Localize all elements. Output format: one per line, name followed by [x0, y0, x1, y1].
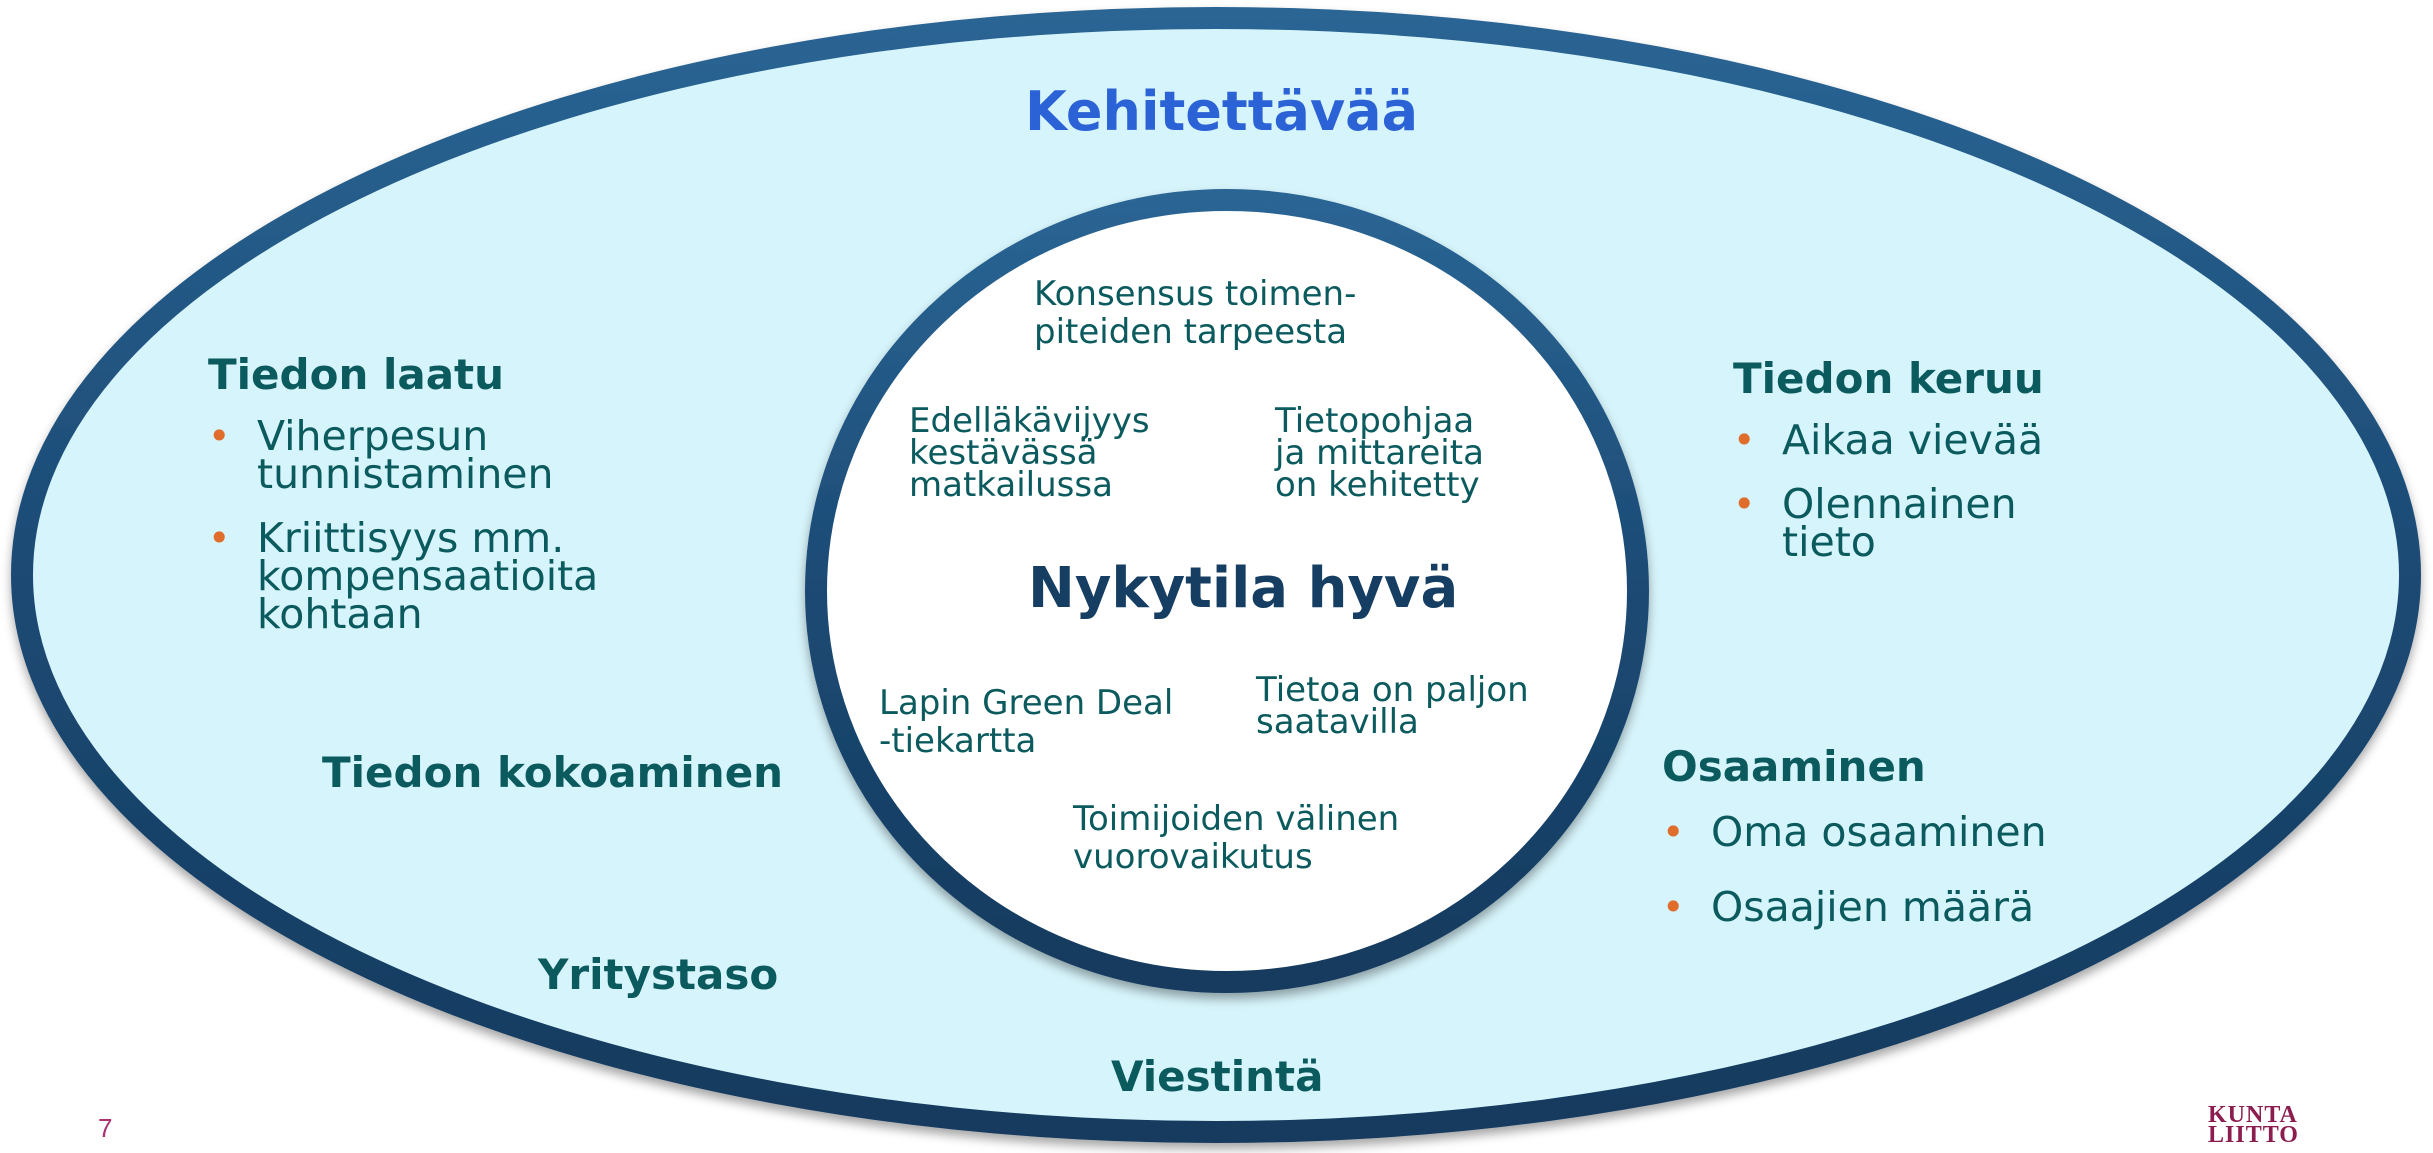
list-item: •Oma osaaminen — [1662, 808, 2047, 856]
inner-item-lapin-green-deal: Lapin Green Deal -tiekartta — [879, 683, 1174, 761]
inner-item-tietopohjaa: Tietopohjaa ja mittareita on kehitetty — [1275, 401, 1484, 505]
page-number: 7 — [98, 1113, 113, 1143]
viestinta-label: Viestintä — [1111, 1052, 1324, 1101]
center-title: Nykytila hyvä — [1028, 556, 1459, 621]
tiedon-laatu-heading: Tiedon laatu — [208, 350, 505, 399]
list-item: •Olennainen tieto — [1733, 480, 2017, 566]
osaaminen-list: •Oma osaaminen •Osaajien määrä — [1662, 808, 2047, 931]
list-item: •Aikaa vievää — [1733, 416, 2044, 464]
inner-item-tietoa-saatavilla: Tietoa on paljon saatavilla — [1256, 670, 1529, 742]
inner-circle — [805, 189, 1649, 993]
kuntaliitto-logo: KUNTA LIITTO — [2208, 1102, 2299, 1148]
osaaminen-heading: Osaaminen — [1662, 742, 1926, 791]
bullet-icon: • — [1662, 885, 1685, 929]
yritystaso-label: Yritystaso — [538, 950, 779, 999]
section-osaaminen: Osaaminen •Oma osaaminen •Osaajien määrä — [1662, 742, 2047, 931]
section-tiedon-keruu: Tiedon keruu •Aikaa vievää •Olennainen t… — [1733, 354, 2044, 566]
tiedon-keruu-heading: Tiedon keruu — [1733, 354, 2044, 403]
bullet-icon: • — [1662, 810, 1685, 854]
outer-title: Kehitettävää — [1025, 80, 1419, 143]
bullet-icon: • — [1733, 418, 1756, 462]
tiedon-keruu-list: •Aikaa vievää •Olennainen tieto — [1733, 416, 2044, 566]
inner-item-vuorovaikutus: Toimijoiden välinen vuorovaikutus — [1073, 799, 1400, 877]
list-item: •Osaajien määrä — [1662, 883, 2035, 931]
inner-item-konsensus: Konsensus toimen- piteiden tarpeesta — [1034, 274, 1357, 352]
bullet-icon: • — [208, 414, 231, 458]
tiedon-laatu-list: •Viherpesun tunnistaminen •Kriittisyys m… — [208, 412, 599, 638]
list-item: •Kriittisyys mm. kompensaatioita kohtaan — [208, 514, 599, 638]
bullet-icon: • — [208, 516, 231, 560]
tiedon-kokoaminen-label: Tiedon kokoaminen — [322, 748, 784, 797]
bullet-icon: • — [1733, 482, 1756, 526]
section-tiedon-laatu: Tiedon laatu •Viherpesun tunnistaminen •… — [208, 350, 599, 638]
inner-item-edellakavijyys: Edelläkävijyys kestävässä matkailussa — [909, 401, 1150, 505]
list-item: •Viherpesun tunnistaminen — [208, 412, 554, 498]
